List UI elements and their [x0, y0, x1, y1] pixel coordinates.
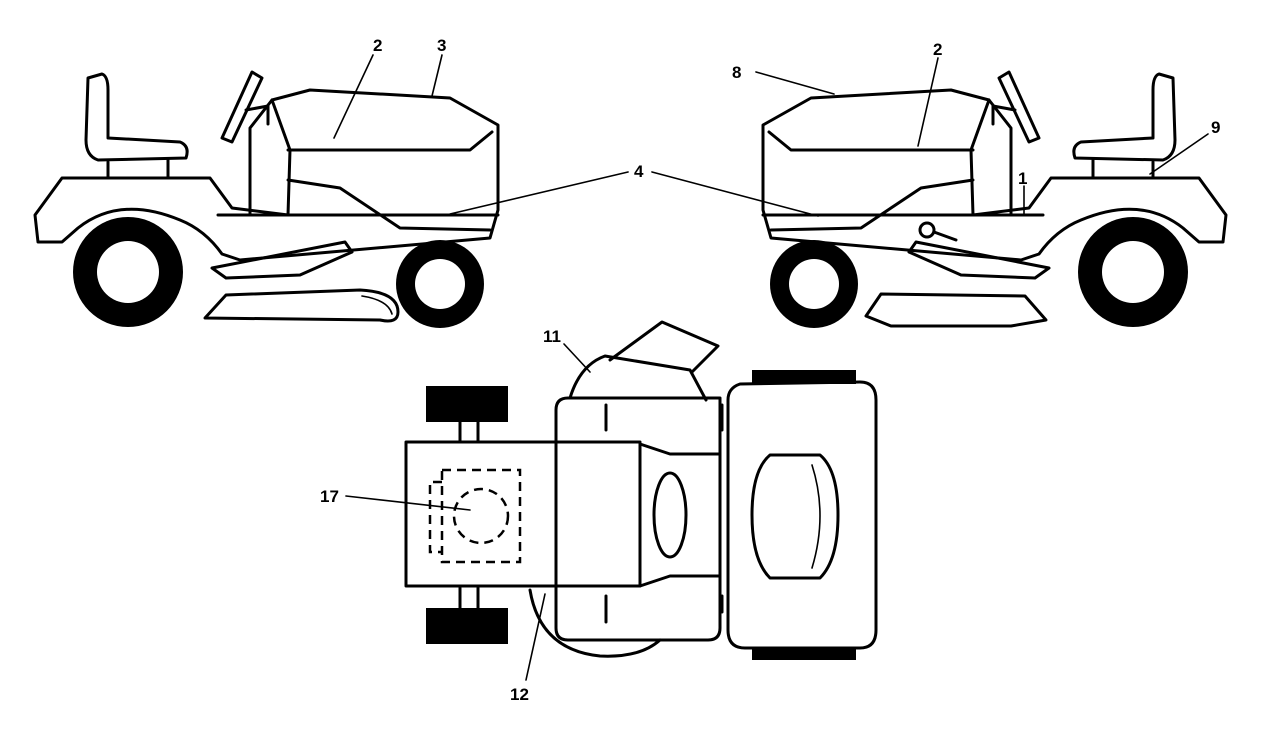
callout-top-12: 12 — [510, 685, 529, 704]
chassis-marks — [604, 403, 724, 624]
chassis-mid — [554, 396, 722, 642]
callout-labels: 2 3 4 8 2 9 1 11 17 12 — [320, 36, 1220, 704]
rear-tire-bottom — [426, 608, 508, 644]
callout-right-1: 1 — [1018, 169, 1027, 188]
rear-body — [404, 440, 642, 588]
seat-post — [106, 158, 170, 180]
grille-top — [750, 453, 840, 580]
seat-back — [84, 72, 189, 162]
body-outline — [33, 88, 500, 262]
ignition-key — [918, 221, 958, 242]
callout-top-11: 11 — [543, 327, 561, 346]
leader-lines — [333, 54, 1209, 681]
callout-center-4: 4 — [634, 162, 644, 181]
front-tire-bottom — [752, 648, 856, 660]
callout-right-8: 8 — [732, 63, 741, 82]
right-side-tractor — [761, 70, 1228, 328]
hood-top — [726, 380, 878, 650]
front-tire-top — [752, 370, 856, 384]
steering-console — [638, 442, 722, 588]
deck-bottom-edge — [528, 588, 662, 658]
mower-deck — [203, 288, 400, 323]
callout-left-2: 2 — [373, 36, 382, 55]
steering-wheel — [220, 70, 264, 144]
callout-right-2: 2 — [933, 40, 942, 59]
callout-top-17: 17 — [320, 487, 339, 506]
decal-outline — [440, 468, 522, 564]
steering-wheel-top — [652, 471, 688, 559]
left-side-tractor — [33, 70, 500, 328]
decal-circle — [452, 487, 510, 545]
deck-top-edge — [568, 354, 708, 402]
hood-line — [286, 130, 494, 152]
footrest — [210, 240, 354, 280]
callout-right-9: 9 — [1211, 118, 1220, 137]
side-panel — [286, 178, 492, 232]
deck-chute — [361, 295, 393, 315]
discharge-chute — [608, 320, 720, 374]
top-view-tractor — [404, 320, 878, 660]
rear-axle — [458, 420, 480, 610]
dash-panel — [248, 98, 274, 217]
rear-tire-top — [426, 386, 508, 422]
callout-left-3: 3 — [437, 36, 446, 55]
